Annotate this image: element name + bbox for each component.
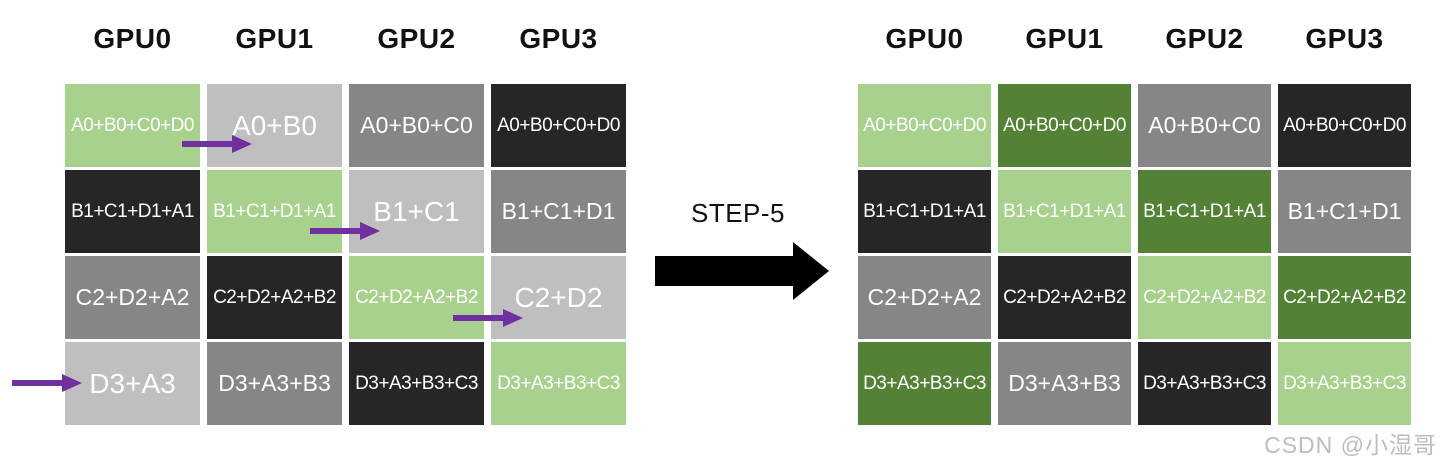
- matrix-cell: A0+B0: [207, 84, 342, 167]
- matrix-cell: D3+A3: [65, 342, 200, 425]
- matrix-cell: A0+B0+C0+D0: [65, 84, 200, 167]
- matrix-cell: D3+A3+B3+C3: [1138, 342, 1271, 425]
- matrix-cell: A0+B0+C0: [349, 84, 484, 167]
- right-gpu-headers: GPU0 GPU1 GPU2 GPU3: [858, 22, 1411, 56]
- matrix-cell: A0+B0+C0+D0: [858, 84, 991, 167]
- matrix-cell: A0+B0+C0+D0: [491, 84, 626, 167]
- matrix-cell: C2+D2+A2+B2: [998, 256, 1131, 339]
- matrix-cell: B1+C1+D1: [491, 170, 626, 253]
- matrix-cell: B1+C1+D1+A1: [858, 170, 991, 253]
- matrix-cell: B1+C1+D1+A1: [1138, 170, 1271, 253]
- matrix-cell: A0+B0+C0+D0: [1278, 84, 1411, 167]
- matrix-cell: C2+D2+A2+B2: [207, 256, 342, 339]
- matrix-cell: C2+D2+A2: [65, 256, 200, 339]
- left-gpu-headers: GPU0 GPU1 GPU2 GPU3: [65, 22, 626, 56]
- matrix-cell: D3+A3+B3: [998, 342, 1131, 425]
- transfer-arrow-row1-icon: [182, 135, 252, 153]
- matrix-cell: D3+A3+B3+C3: [349, 342, 484, 425]
- gpu-header-gpu2: GPU2: [1165, 23, 1244, 54]
- arrow-shaft: [453, 315, 503, 321]
- matrix-cell: D3+A3+B3+C3: [858, 342, 991, 425]
- gpu-header-gpu1: GPU1: [235, 23, 314, 54]
- matrix-cell: B1+C1+D1+A1: [207, 170, 342, 253]
- gpu-header-gpu2: GPU2: [377, 23, 456, 54]
- matrix-cell: B1+C1+D1+A1: [65, 170, 200, 253]
- transfer-arrow-row3-icon: [453, 309, 523, 327]
- gpu-header-gpu3: GPU3: [1305, 23, 1384, 54]
- gpu-header-gpu0: GPU0: [93, 23, 172, 54]
- matrix-cell: C2+D2+A2+B2: [349, 256, 484, 339]
- matrix-cell: D3+A3+B3+C3: [491, 342, 626, 425]
- arrow-head: [503, 309, 523, 327]
- arrow-shaft: [655, 256, 793, 286]
- matrix-cell: B1+C1: [349, 170, 484, 253]
- matrix-cell: A0+B0+C0+D0: [998, 84, 1131, 167]
- arrow-head: [360, 222, 380, 240]
- matrix-cell: C2+D2+A2+B2: [1138, 256, 1271, 339]
- matrix-cell: D3+A3+B3+C3: [1278, 342, 1411, 425]
- gpu-header-gpu0: GPU0: [885, 23, 964, 54]
- step-label: STEP-5: [690, 198, 786, 228]
- arrow-head: [793, 242, 829, 300]
- matrix-cell: B1+C1+D1: [1278, 170, 1411, 253]
- matrix-cell: D3+A3+B3: [207, 342, 342, 425]
- arrow-shaft: [182, 141, 232, 147]
- matrix-cell: C2+D2+A2: [858, 256, 991, 339]
- arrow-head: [232, 135, 252, 153]
- watermark: CSDN @小湿哥: [1264, 432, 1437, 458]
- gpu-header-gpu3: GPU3: [519, 23, 598, 54]
- arrow-head: [62, 374, 82, 392]
- transfer-arrow-row4-icon: [12, 374, 82, 392]
- transfer-arrow-row2-icon: [310, 222, 380, 240]
- gpu-header-gpu1: GPU1: [1025, 23, 1104, 54]
- arrow-shaft: [12, 380, 62, 386]
- matrix-cell: B1+C1+D1+A1: [998, 170, 1131, 253]
- arrow-shaft: [310, 228, 360, 234]
- step-arrow-icon: [655, 242, 829, 300]
- matrix-cell: C2+D2+A2+B2: [1278, 256, 1411, 339]
- matrix-cell: A0+B0+C0: [1138, 84, 1271, 167]
